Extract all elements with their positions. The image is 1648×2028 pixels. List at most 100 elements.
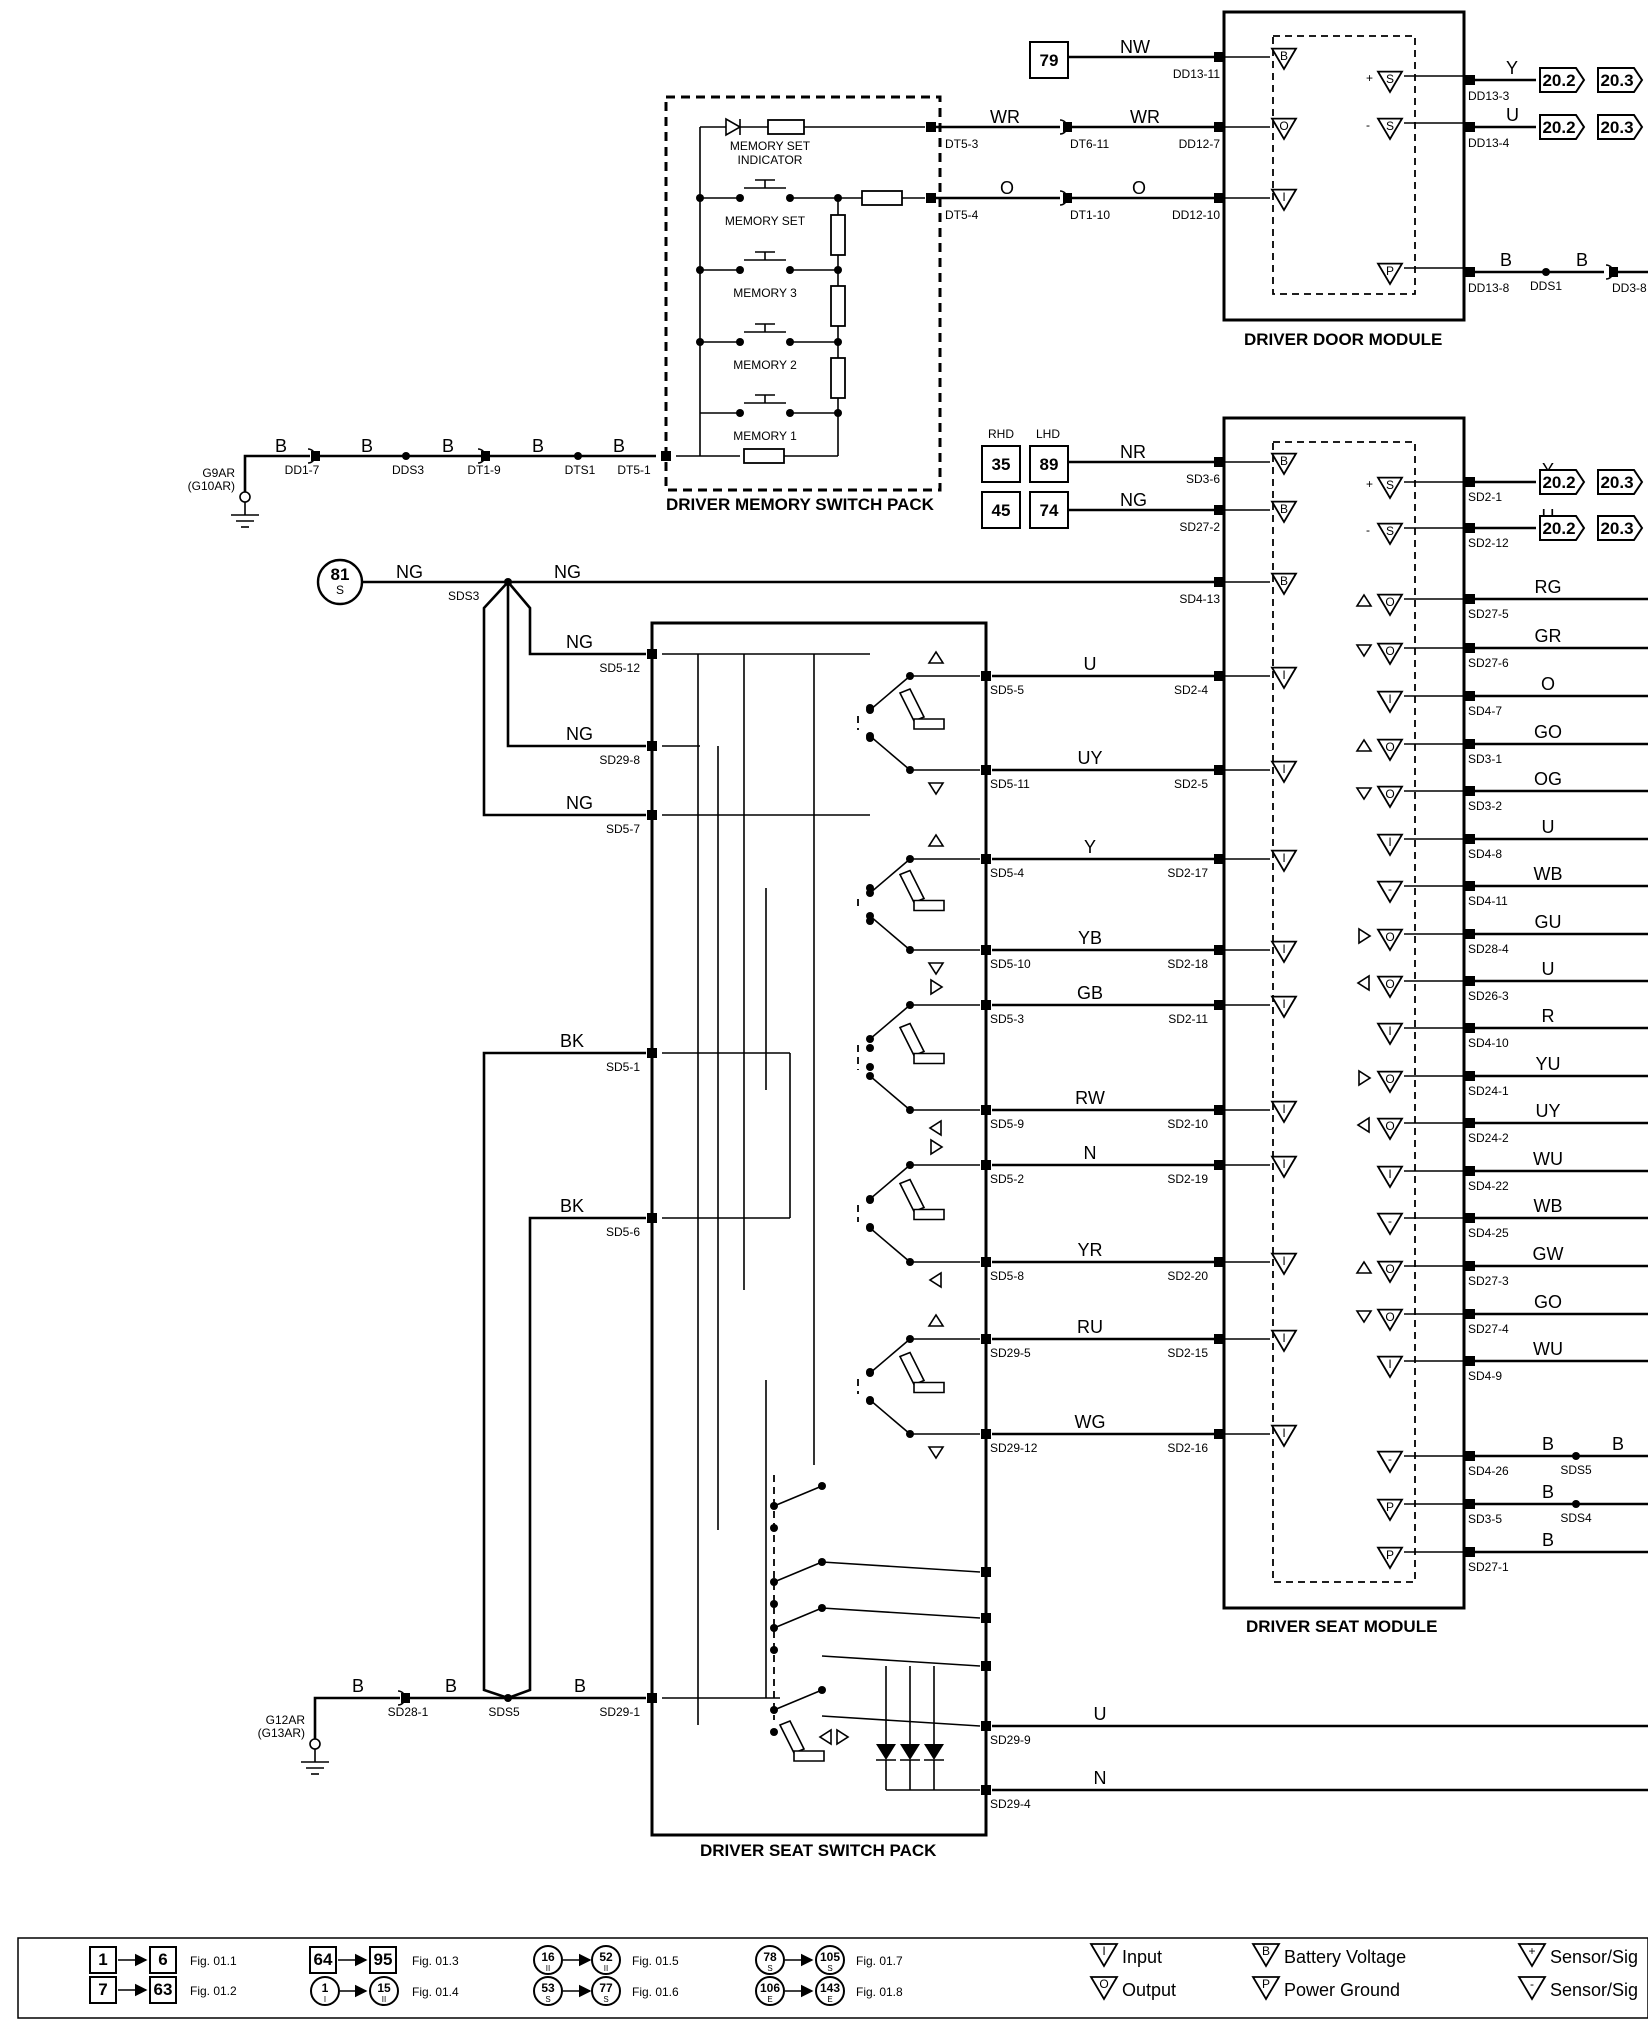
- wire-ng-branch: [482, 581, 646, 817]
- seat-output-symbol: [1376, 738, 1404, 762]
- seat-icon: [913, 899, 945, 912]
- connector-label: DT5-4: [945, 208, 979, 222]
- legend-circle-text: 1: [322, 1981, 329, 1995]
- page-ref-20-2: [1539, 114, 1586, 140]
- legend-symbol: [1251, 1976, 1281, 2001]
- wire-color-label: WB: [1534, 864, 1563, 884]
- page-ref-20-3: [1597, 114, 1644, 140]
- memory-set-indicator-label: MEMORY SET: [730, 139, 811, 153]
- connector-label: SD29-8: [599, 753, 640, 767]
- page-ref-20-2: [1539, 67, 1586, 93]
- pack-pin: [647, 1048, 657, 1058]
- internal-wire: [821, 1561, 981, 1573]
- direction-arrow: [1358, 927, 1372, 945]
- legend-circle-sub: S: [603, 1995, 608, 2004]
- seat-input-symbol: [1270, 1252, 1298, 1276]
- rocker-arm: [869, 1227, 911, 1263]
- seat-output-symbol: [1376, 1165, 1404, 1189]
- connector-label: SD5-9: [990, 1117, 1024, 1131]
- connector-label: DD3-8: [1612, 281, 1647, 295]
- wire-color-label: NG: [1120, 490, 1147, 510]
- door-module-title: DRIVER DOOR MODULE: [1244, 330, 1442, 349]
- rocker-arm: [869, 1399, 911, 1435]
- wire-color-label: B: [613, 436, 625, 456]
- wire-color-label: B: [1542, 1434, 1554, 1454]
- memory-contact: [770, 1600, 778, 1608]
- splice-dot: [834, 266, 842, 274]
- internal-wire: [821, 1715, 981, 1727]
- seat-battery-symbol: B: [1280, 574, 1288, 588]
- seat-input-symbol: [1270, 1155, 1298, 1179]
- direction-arrow: [1355, 1310, 1373, 1324]
- rocker-contact: [866, 884, 874, 892]
- seat-icon: [913, 718, 945, 730]
- page-ref-20-2-text: 20.2: [1542, 519, 1575, 538]
- rocker-arm: [869, 858, 911, 894]
- direction-arrow: [818, 1728, 832, 1746]
- wire-color-label: B: [574, 1676, 586, 1696]
- memory-contact: [818, 1686, 826, 1694]
- memory-contact-arm: [773, 1607, 823, 1629]
- memory-switch: [736, 409, 744, 417]
- seat-in-pin: [1214, 945, 1224, 955]
- pack-pin: [981, 1334, 991, 1344]
- seat-in-pin: [1214, 671, 1224, 681]
- rocker-arm: [869, 735, 911, 771]
- connector-label: SD29-9: [990, 1733, 1031, 1747]
- memory-contact-arm: [773, 1485, 823, 1507]
- pack-pin: [981, 671, 991, 681]
- page-ref-20-3-text: 20.3: [1600, 519, 1633, 538]
- ground-eyelet: [309, 1738, 321, 1750]
- ref-35-text: 35: [992, 455, 1011, 474]
- legend-circle: [369, 1976, 399, 2006]
- legend-circle-sub: I: [324, 1995, 326, 2004]
- seat-output-symbol: [1376, 1546, 1404, 1570]
- connector-label: SD5-7: [606, 822, 640, 836]
- connector-label: SD27-6: [1468, 656, 1509, 670]
- wire-color-label: YR: [1077, 1240, 1102, 1260]
- legend-circle: [755, 1945, 785, 1975]
- wire-color-label: NR: [1120, 442, 1146, 462]
- legend-circle-sub: S: [545, 1995, 550, 2004]
- legend-ref: [89, 1976, 117, 2004]
- pack-pin: [981, 765, 991, 775]
- splice-dot: [834, 409, 842, 417]
- splice-dot: [1572, 1500, 1580, 1508]
- legend-circle-sub: II: [604, 1964, 608, 1973]
- wire-color-label: YU: [1535, 1054, 1560, 1074]
- seat-input-symbol: I: [1282, 668, 1285, 682]
- seat-input-symbol: I: [1282, 942, 1285, 956]
- connector-label: SD27-2: [1179, 520, 1220, 534]
- seat-output-symbol: O: [1385, 644, 1394, 658]
- connector-sd28-1: [401, 1693, 410, 1703]
- memory-contact: [770, 1646, 778, 1654]
- connector-dt5-1: [661, 451, 671, 461]
- wire-color-label: O: [1541, 674, 1555, 694]
- wire-color-label: WU: [1533, 1149, 1563, 1169]
- led-icon: [725, 117, 742, 137]
- wire-color-label: GW: [1533, 1244, 1564, 1264]
- legend-ref-text: 64: [314, 1950, 333, 1969]
- memory1-resistor: [743, 448, 785, 464]
- rocker-contact: [866, 1196, 874, 1204]
- wire-color-label: NW: [1120, 37, 1150, 57]
- memory-contact: [770, 1624, 778, 1632]
- seat-in-pin: [1214, 1429, 1224, 1439]
- legend-symbol-label: Output: [1122, 1980, 1176, 2000]
- connector-label: SD3-5: [1468, 1512, 1502, 1526]
- wire-color-label: U: [1506, 105, 1519, 125]
- wire-color-label: O: [1000, 178, 1014, 198]
- seat-output-symbol: O: [1385, 740, 1394, 754]
- legend-circle: [310, 1976, 340, 2006]
- direction-arrow: [927, 782, 945, 796]
- legend-circle: [591, 1976, 621, 2006]
- legend-circle-text: 15: [377, 1981, 391, 1995]
- seat-output-symbol: -: [1388, 1214, 1392, 1228]
- wire-color-label: N: [1094, 1768, 1107, 1788]
- ref-45: [981, 491, 1021, 529]
- wire-color-label: WB: [1534, 1196, 1563, 1216]
- ref-74-text: 74: [1040, 501, 1059, 520]
- splice-dds1: [1542, 268, 1550, 276]
- connector-label: SD27-4: [1468, 1322, 1509, 1336]
